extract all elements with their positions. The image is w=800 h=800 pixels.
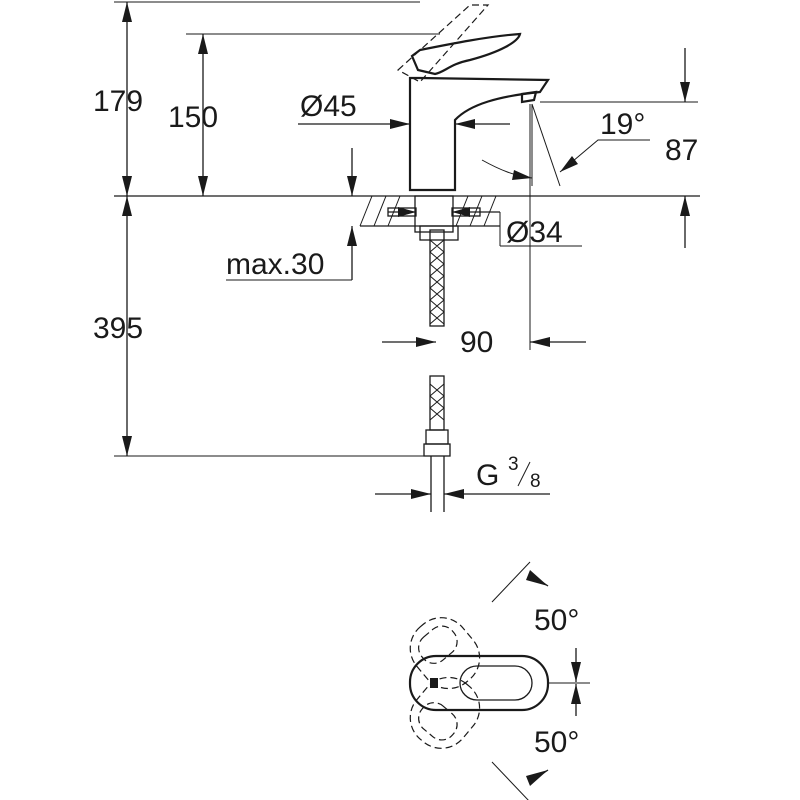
dimension-label-max30: max.30 (226, 248, 324, 281)
aerator (520, 90, 538, 104)
lever-rotated-up (409, 617, 481, 690)
rotation-label-down: 50° (534, 726, 579, 759)
dimension-label-179: 179 (93, 85, 143, 118)
dimension-label-87: 87 (665, 134, 698, 167)
dimension-87 (540, 48, 698, 248)
dimension-deck-top (347, 148, 357, 196)
rotation-label-up: 50° (534, 604, 579, 637)
dimension-d45 (298, 119, 510, 129)
fraction-slash (517, 461, 531, 487)
dimension-rotation-down (491, 684, 581, 800)
lever-rotated-down (409, 676, 481, 749)
side-view: 179 150 Ø45 19° (93, 1, 700, 512)
lever-indicator (430, 678, 438, 688)
faucet-body (408, 76, 551, 192)
dimension-d34 (388, 207, 582, 247)
dimension-label-d45: Ø45 (300, 90, 357, 123)
dimension-90 (382, 104, 586, 350)
dimension-395 (114, 196, 424, 457)
lever-handle-grip (459, 665, 533, 701)
dimension-label-150: 150 (168, 101, 218, 134)
faucet-lever (410, 32, 522, 76)
dimension-label-90: 90 (460, 326, 493, 359)
dimension-label-angle: 19° (600, 108, 645, 141)
dimension-label-d34: Ø34 (506, 216, 563, 249)
top-view: 50° 50° (408, 561, 590, 800)
dimension-rotation-up (491, 561, 581, 682)
dimension-179 (122, 2, 132, 196)
dimension-max30 (226, 226, 357, 281)
dimension-label-g: G (476, 459, 499, 492)
braided-hose-lower (423, 375, 451, 512)
braided-hose-upper (429, 229, 445, 327)
dimension-label-g-denominator: 8 (530, 471, 541, 492)
dimension-g38 (375, 489, 550, 499)
dimension-label-g-numerator: 3 (508, 454, 519, 475)
dimension-angle-19 (481, 103, 650, 187)
dimension-label-395: 395 (93, 312, 143, 345)
dimension-150 (198, 34, 208, 196)
